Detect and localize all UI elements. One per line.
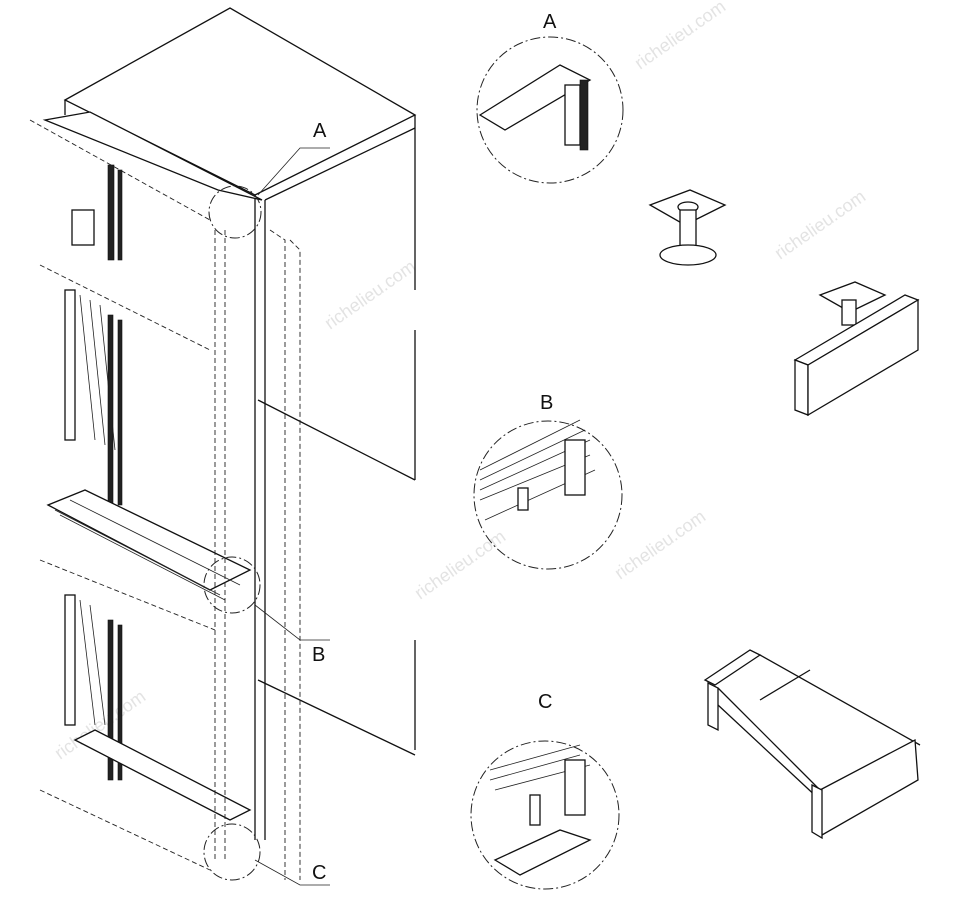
svg-text:richelieu.com: richelieu.com xyxy=(411,526,509,603)
leveling-foot xyxy=(648,189,727,266)
callout-c-label: C xyxy=(312,862,327,884)
detail-c xyxy=(470,740,620,890)
svg-text:richelieu.com: richelieu.com xyxy=(611,506,709,583)
detail-b xyxy=(473,419,623,570)
base-frame xyxy=(703,649,921,840)
callout-a-label: A xyxy=(313,120,327,142)
callout-b-label: B xyxy=(312,644,326,666)
foot-on-rail xyxy=(793,281,920,417)
svg-text:richelieu.com: richelieu.com xyxy=(631,0,729,73)
detail-a-label: A xyxy=(543,11,557,33)
detail-a xyxy=(476,36,624,184)
cabinet-drawing xyxy=(29,7,417,886)
detail-c-label: C xyxy=(538,691,553,713)
detail-b-label: B xyxy=(540,392,554,414)
svg-text:richelieu.com: richelieu.com xyxy=(771,186,869,263)
svg-text:richelieu.com: richelieu.com xyxy=(321,256,419,333)
